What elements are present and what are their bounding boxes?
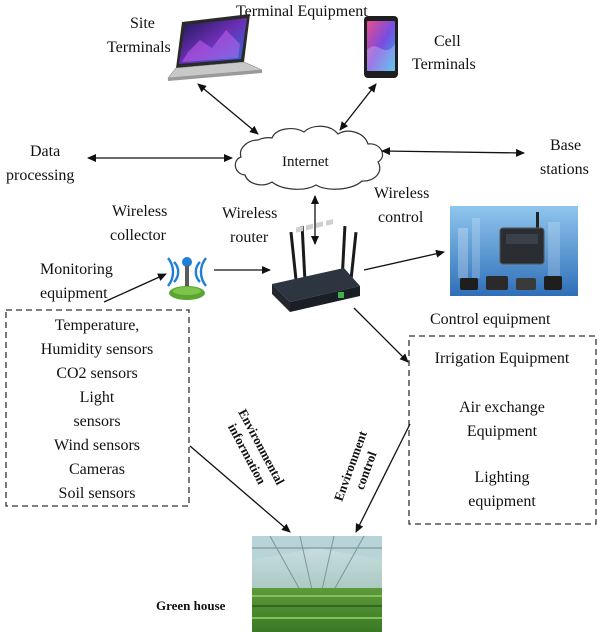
control-item: equipment xyxy=(468,493,536,510)
wireless-control-label-line2: control xyxy=(378,209,424,226)
wireless-router-label-line2: router xyxy=(230,229,269,246)
green-house-label: Green house xyxy=(156,598,226,613)
internet-label: Internet xyxy=(282,154,329,170)
sensor-list: Temperature, Humidity sensors CO2 sensor… xyxy=(41,317,153,502)
base-stations-label-line2: stations xyxy=(540,161,589,178)
control-equipment-label: Control equipment xyxy=(430,311,551,328)
wireless-router-label-line1: Wireless xyxy=(222,205,277,222)
phone-icon xyxy=(364,16,398,78)
terminal-equipment-label: Terminal Equipment xyxy=(236,3,368,20)
arrow-laptop-internet xyxy=(197,83,259,135)
control-item: Lighting xyxy=(474,469,529,486)
monitoring-equipment-label-line2: equipment xyxy=(40,285,108,302)
sensor-item: Wind sensors xyxy=(54,437,140,454)
control-equipment-box xyxy=(408,335,597,525)
arrow-internet-basestations xyxy=(381,147,525,157)
control-item: Air exchange xyxy=(459,399,545,416)
sensor-item: Humidity sensors xyxy=(41,341,153,358)
sensor-item: Light xyxy=(80,389,115,406)
arrow-phone-internet xyxy=(339,83,377,131)
greenhouse-photo xyxy=(252,535,382,632)
cell-terminals-label-line1: Cell xyxy=(434,33,461,50)
router-icon xyxy=(272,219,360,312)
arrow-monitoring-collector xyxy=(103,273,167,303)
wireless-collector-label-line1: Wireless xyxy=(112,203,167,220)
base-stations-label-line1: Base xyxy=(550,137,581,154)
arrow-sensors-greenhouse xyxy=(189,445,291,533)
data-processing-label-line2: processing xyxy=(6,167,74,184)
control-equipment-list: Irrigation Equipment Air exchange Equipm… xyxy=(435,350,570,510)
arrow-router-controlequipment xyxy=(353,307,409,363)
sensor-item: sensors xyxy=(73,413,120,430)
cell-terminals-label-line2: Terminals xyxy=(412,56,476,73)
wireless-control-label-line1: Wireless xyxy=(374,185,429,202)
site-terminals-label-line2: Terminals xyxy=(107,39,171,56)
wireless-antenna-icon xyxy=(167,257,207,300)
arrow-router-controldevice xyxy=(363,249,445,271)
control-item: Irrigation Equipment xyxy=(435,350,570,367)
wireless-collector-label-line2: collector xyxy=(110,227,167,244)
environment-control-label: Environment control xyxy=(331,428,380,503)
control-device-icon xyxy=(450,206,578,296)
site-terminals-label-line1: Site xyxy=(130,15,155,32)
sensor-box xyxy=(5,309,190,507)
sensor-item: Soil sensors xyxy=(59,485,136,502)
laptop-icon xyxy=(167,14,263,81)
data-processing-label-line1: Data xyxy=(30,143,60,160)
sensor-item: Cameras xyxy=(69,461,125,478)
control-item: Equipment xyxy=(467,423,538,440)
cloud-icon xyxy=(234,125,383,190)
arrow-control-greenhouse xyxy=(355,423,411,533)
monitoring-equipment-label-line1: Monitoring xyxy=(40,261,113,278)
sensor-item: CO2 sensors xyxy=(56,365,137,382)
sensor-item: Temperature, xyxy=(55,317,140,334)
